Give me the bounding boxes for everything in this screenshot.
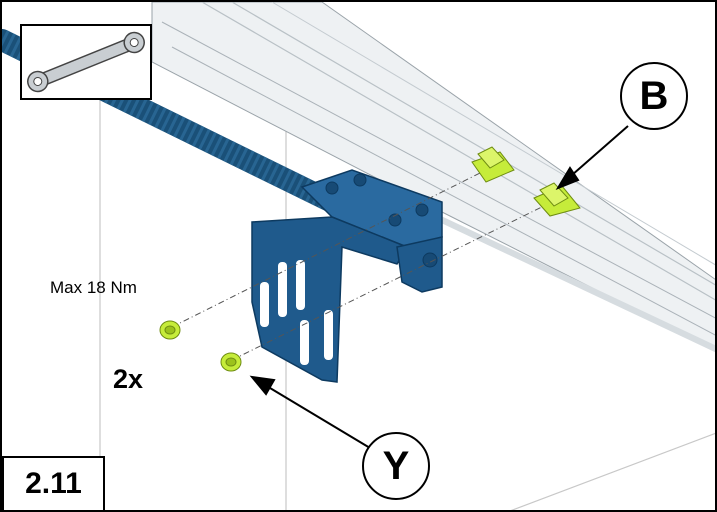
- quantity-label: 2x: [113, 364, 144, 394]
- step-number: 2.11: [2, 456, 105, 510]
- wrench-inset: [20, 24, 152, 100]
- callout-b: B: [620, 62, 688, 130]
- assembly-axis-lines: [171, 161, 563, 361]
- bracket: [251, 169, 443, 383]
- leader-arrows: [249, 125, 629, 449]
- callout-y: Y: [362, 432, 430, 500]
- rail: [151, 2, 715, 353]
- torque-label: Max 18 Nm: [50, 278, 137, 297]
- slot-nut-b: [471, 146, 581, 217]
- bolt-y: [159, 320, 242, 372]
- wrench-icon: [27, 31, 145, 93]
